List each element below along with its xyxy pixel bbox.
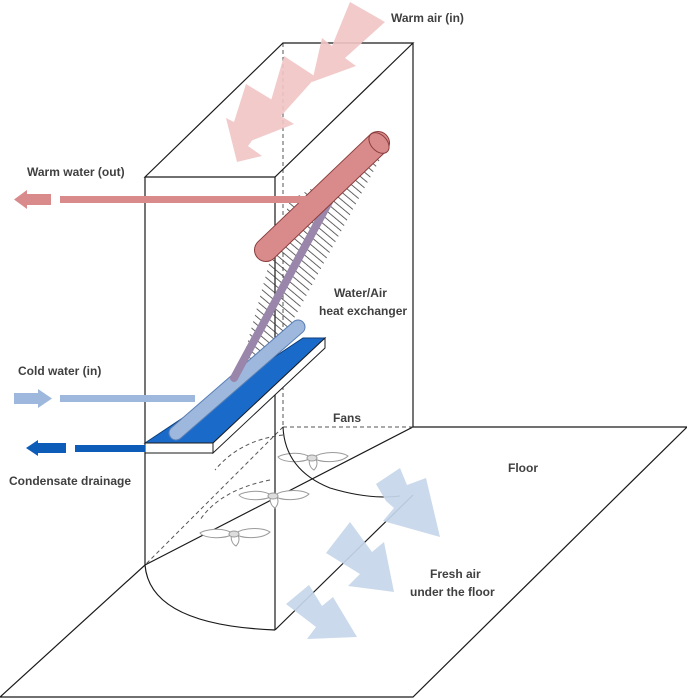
- connector-pipe: [230, 196, 334, 382]
- fan-icon: [238, 490, 310, 509]
- warm-water-arrow: [14, 190, 310, 209]
- fan-airflow-outline: [199, 426, 401, 521]
- condensate-arrow: [26, 440, 145, 456]
- warm-air-label: Warm air (in): [391, 11, 464, 25]
- warm-water-label: Warm water (out): [27, 165, 125, 179]
- fresh-air-label-1: Fresh air: [430, 567, 481, 581]
- condensate-label: Condensate drainage: [9, 474, 131, 488]
- cold-water-arrow: [14, 389, 195, 408]
- fresh-air-arrow: [286, 468, 440, 639]
- heat-exchanger-label-1: Water/Air: [334, 286, 387, 300]
- fresh-air-label-2: under the floor: [410, 585, 495, 599]
- warm-air-arrow: [226, 2, 385, 162]
- warm-water-pipe: [254, 131, 390, 262]
- floor-label: Floor: [508, 461, 538, 475]
- cold-water-label: Cold water (in): [18, 364, 101, 378]
- fan-icon: [277, 452, 349, 471]
- fans-group: [199, 452, 349, 547]
- fans-label: Fans: [333, 411, 361, 425]
- heat-exchanger-label-2: heat exchanger: [319, 304, 407, 318]
- fan-icon: [199, 528, 271, 547]
